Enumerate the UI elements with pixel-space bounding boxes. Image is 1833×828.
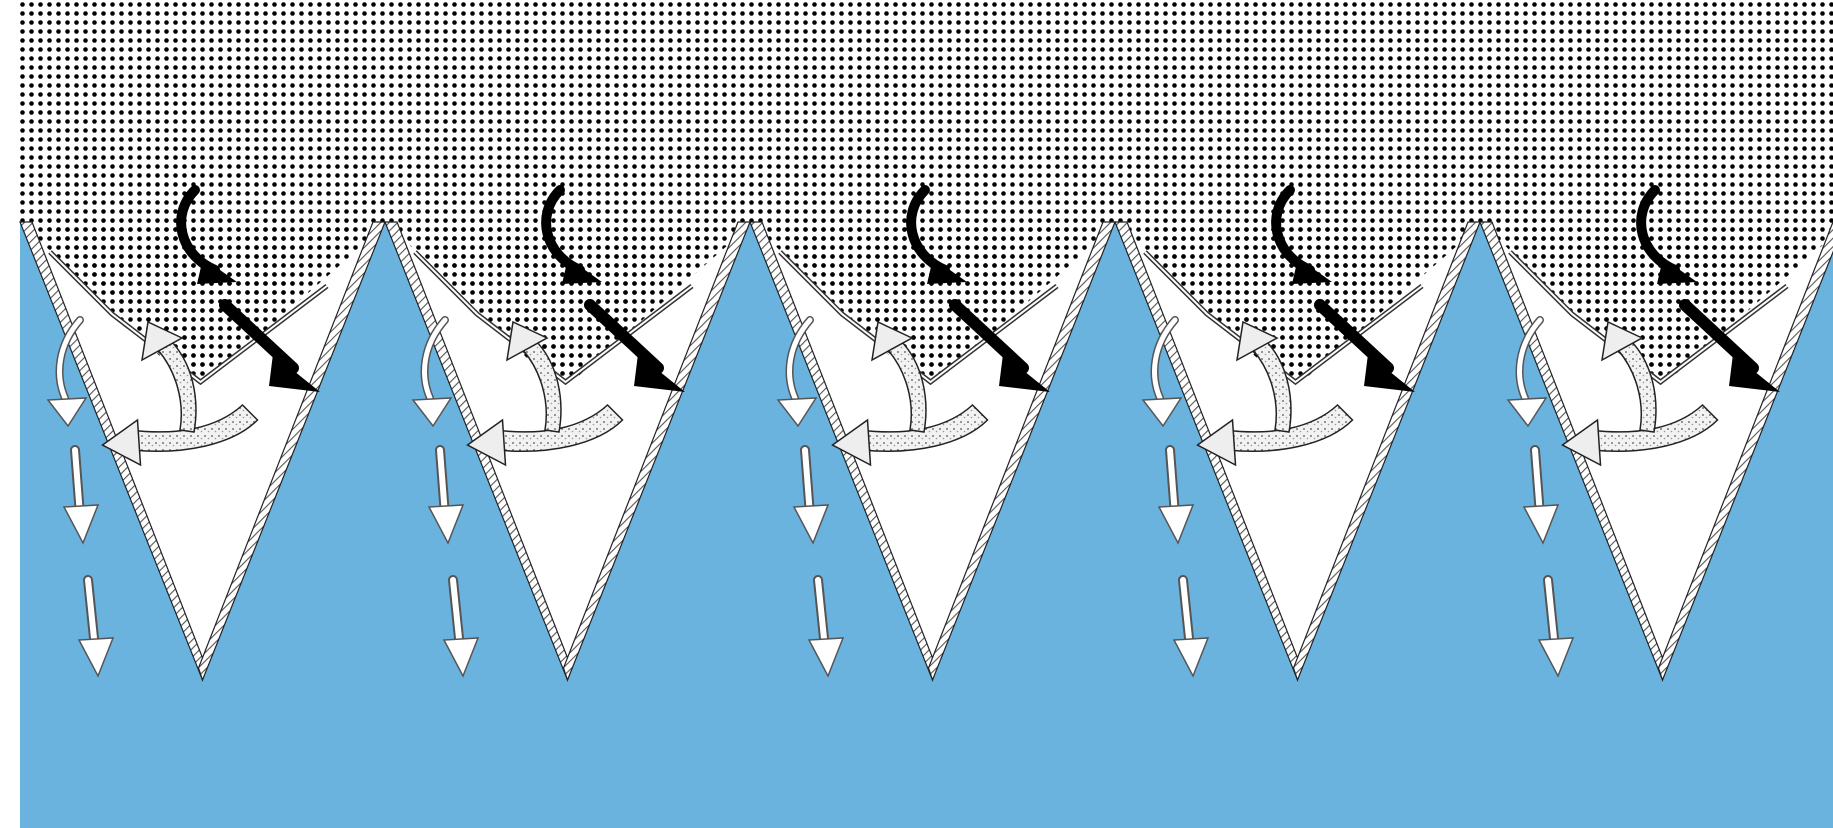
v-cell-flow-diagram [0, 0, 1833, 828]
diagram-canvas [0, 0, 1833, 828]
